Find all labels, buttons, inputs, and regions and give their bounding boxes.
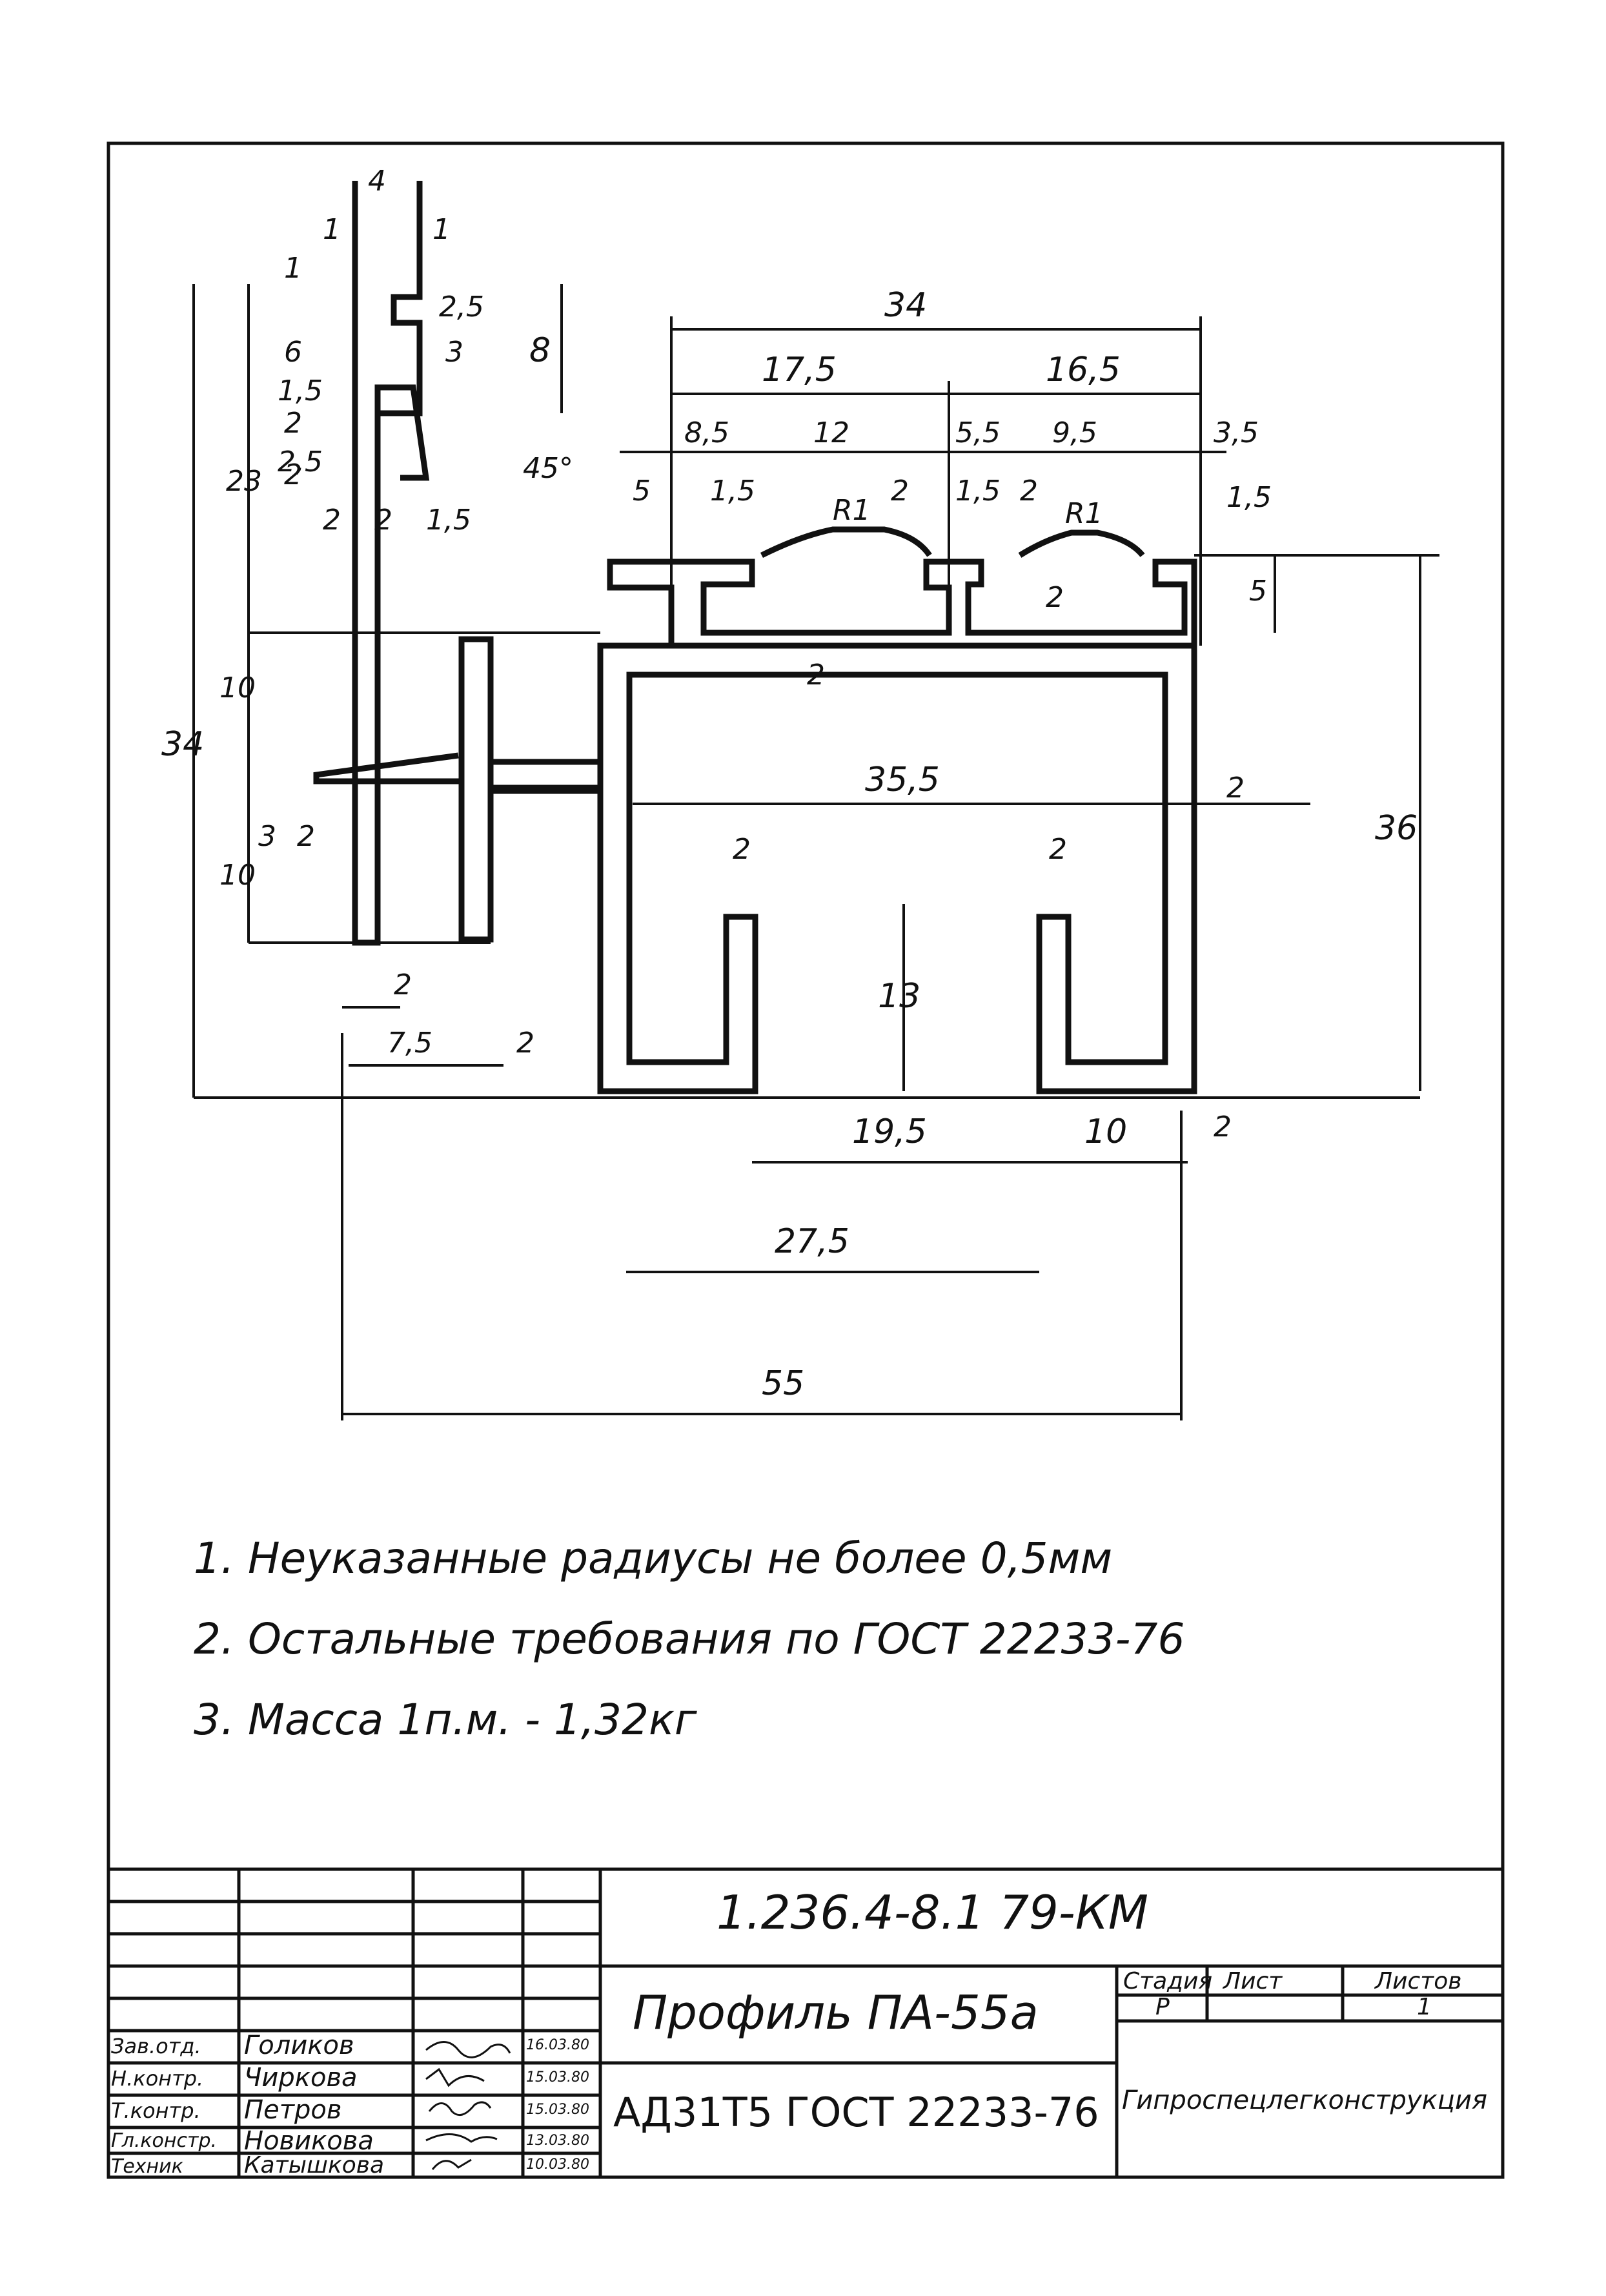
dim-1-r: 1 [432,213,451,246]
dim-36: 36 [1375,809,1418,848]
dim-1-5-h: 1,5 [426,504,471,537]
sheets-value: 1 [1417,1994,1432,2020]
dim-2-bottom-l: 2 [394,969,412,1001]
sig-date-1: 15.03.80 [526,2069,589,2086]
note-2: 2. Остальные требования по ГОСТ 22233-76 [194,1614,1185,1664]
signature-scribbles [425,2041,511,2170]
dim-27-5: 27,5 [775,1222,849,1261]
dim-1-5-a: 1,5 [710,475,755,507]
dim-3-5: 3,5 [1214,416,1259,449]
sig-date-2: 15.03.80 [526,2102,589,2118]
dim-55: 55 [762,1364,804,1403]
dim-2-leg-l: 2 [733,833,751,866]
stage-header: Стадия [1123,1968,1213,1994]
dim-2-h1: 2 [323,504,341,537]
dim-1-l: 1 [323,213,341,246]
stage-value: Р [1155,1994,1170,2020]
dim-3-small: 3 [258,820,276,853]
dim-8: 8 [529,331,551,370]
drawing-title: Профиль ПА-55а [633,1985,1039,2040]
dim-1-5-c: 1,5 [1226,481,1272,514]
material-spec: АД31Т5 ГОСТ 22233-76 [613,2089,1099,2136]
dim-1-5-v: 1,5 [278,374,323,407]
sig-role-1: Н.контр. [111,2066,204,2091]
sig-date-0: 16.03.80 [526,2037,589,2053]
dim-2-b: 2 [1020,475,1038,507]
dim-2-small: 2 [297,820,315,853]
note-3: 3. Масса 1п.м. - 1,32кг [194,1695,697,1745]
sig-role-3: Гл.констр. [111,2129,218,2152]
dim-19-5: 19,5 [852,1112,927,1151]
dim-2-5-l: 2,5 [278,446,323,478]
dimension-lines [192,284,1439,1420]
dim-2-base: 2 [1214,1111,1232,1143]
dim-8-5: 8,5 [684,416,729,449]
dim-1-v: 1 [284,252,302,285]
dim-5-right: 5 [1249,575,1267,608]
dim-13: 13 [878,977,920,1016]
dim-35-5: 35,5 [865,761,940,799]
sig-date-4: 10.03.80 [526,2157,589,2173]
dim-5: 5 [633,475,651,507]
sig-role-0: Зав.отд. [111,2034,201,2058]
dim-17-5: 17,5 [762,351,837,389]
dim-2-groove: 2 [1046,581,1064,614]
dim-r1-b: R1 [1065,497,1103,530]
dim-9-5: 9,5 [1052,416,1097,449]
sig-name-2: Петров [244,2095,342,2125]
sig-name-1: Чиркова [244,2063,358,2093]
dim-45: 45° [523,452,573,485]
sig-role-4: Техник [111,2155,183,2178]
dim-2-bottom-r: 2 [516,1027,534,1060]
dim-2-l2: 2 [284,458,302,491]
dim-1-5-b: 1,5 [955,475,1001,507]
sig-role-2: Т.контр. [111,2098,201,2123]
dim-34-left: 34 [161,725,204,764]
dimension-labels: 55 34 17,5 16,5 8,5 12 5,5 9,5 3,5 5 1,5… [161,165,1418,1403]
dim-23: 23 [226,465,262,498]
note-1: 1. Неуказанные радиусы не более 0,5мм [194,1533,1113,1583]
doc-code: 1.236.4-8.1 79-КМ [717,1885,1149,1940]
dim-2-wall: 2 [807,659,825,692]
dim-2-right: 2 [1226,772,1245,805]
dim-2-h2: 2 [374,504,392,537]
dim-10: 10 [1084,1112,1127,1151]
dim-5-5: 5,5 [955,416,1001,449]
dim-16-5: 16,5 [1046,351,1121,389]
dim-2-v: 2 [284,407,302,440]
sheets-header: Листов [1375,1968,1462,1994]
sig-name-4: Катышкова [244,2152,385,2178]
dim-2-5-v: 2,5 [439,291,484,323]
dim-r1-a: R1 [833,494,871,527]
dim-7-5: 7,5 [387,1027,432,1060]
dim-2-a: 2 [891,475,909,507]
sig-name-3: Новикова [244,2126,374,2156]
sig-date-3: 13.03.80 [526,2133,589,2149]
dim-12: 12 [813,416,849,449]
dim-3-v: 3 [445,336,463,369]
dim-10-top: 10 [219,671,256,704]
organization: Гипроспецлегконструкция [1122,2086,1488,2115]
dim-6: 6 [284,336,302,369]
dim-34-top: 34 [884,286,927,325]
sig-name-0: Голиков [244,2031,354,2060]
sheet-frame [107,141,1505,2179]
sheet-header: Лист [1223,1968,1283,1994]
dim-4: 4 [368,165,386,198]
dim-10-bot: 10 [219,859,256,892]
title-block-grid [108,1867,1503,2177]
dim-2-leg-r: 2 [1049,833,1067,866]
